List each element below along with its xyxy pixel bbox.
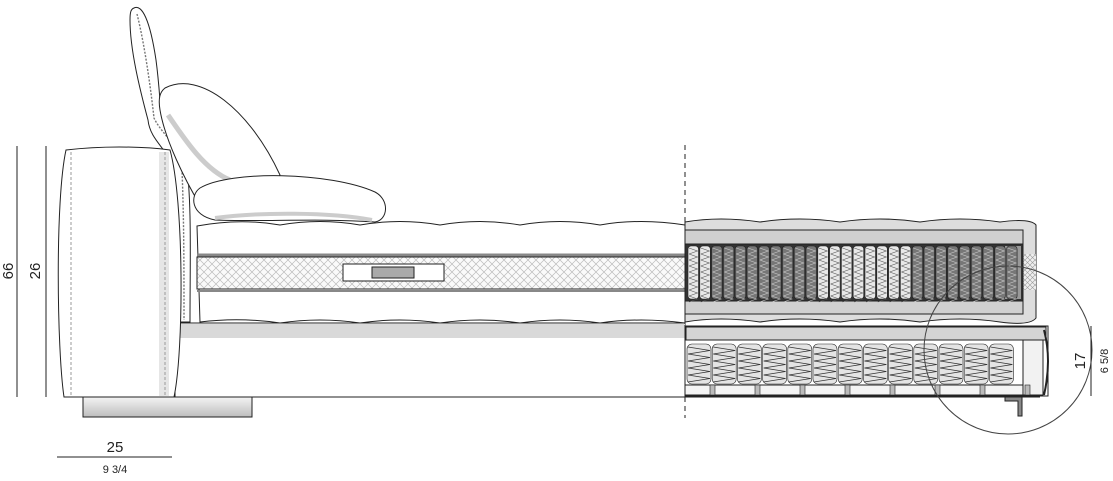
spring-coil (723, 245, 735, 303)
slat (979, 384, 986, 396)
spring-coil (812, 343, 838, 385)
spring-coil (923, 245, 935, 303)
spring-coil (935, 245, 947, 303)
pocket-springs-mattress (687, 245, 1018, 303)
spring-coil (829, 245, 841, 303)
spring-coil (793, 245, 806, 303)
spring-coil (938, 343, 964, 385)
depth-dimension: 25 9 3/4 (57, 439, 172, 476)
spring-coil (711, 343, 737, 385)
depth-in-label: 9 3/4 (103, 464, 127, 476)
height-dimension: 66 26 (0, 146, 47, 397)
spring-coil (963, 343, 989, 385)
slat (754, 384, 761, 396)
front-pillow (193, 175, 386, 223)
base-height-cm-label: 17 (1072, 353, 1089, 370)
spring-coil (900, 245, 912, 303)
slat (709, 384, 716, 396)
spring-coil (947, 245, 959, 303)
total-height-label: 66 (0, 263, 17, 280)
spring-coil (770, 245, 782, 303)
spring-coil (888, 245, 900, 303)
bonnell-springs-base (686, 343, 1014, 385)
spring-coil (1006, 245, 1018, 303)
spring-coil (711, 245, 723, 303)
spring-coil (805, 245, 817, 303)
spring-coil (864, 245, 876, 303)
slat (844, 384, 851, 396)
spring-coil (913, 343, 939, 385)
spring-coil (787, 343, 813, 385)
spring-coil (863, 343, 888, 385)
bed-foot (82, 396, 253, 418)
spring-coil (982, 245, 994, 303)
spring-coil (911, 245, 924, 303)
slat (1024, 384, 1031, 396)
spring-coil (746, 245, 758, 303)
spring-coil (699, 245, 711, 303)
spring-coil (876, 245, 888, 303)
spring-coil (687, 245, 699, 303)
mattress-cutaway (684, 218, 1037, 324)
spring-coil (686, 343, 712, 385)
spring-coil (782, 245, 794, 303)
spring-coil (837, 343, 863, 385)
spring-coil (734, 245, 747, 303)
spring-coil (762, 343, 787, 385)
base-height-in-label: 6 5/8 (1099, 349, 1111, 373)
spring-coil (817, 245, 829, 303)
spring-coil (737, 343, 762, 385)
headboard (57, 146, 182, 398)
slat-supports (709, 384, 1031, 396)
spring-coil (989, 343, 1014, 385)
base-cutaway (684, 325, 1049, 417)
mattress (196, 221, 686, 324)
spring-coil (994, 245, 1006, 303)
headboard-height-label: 26 (27, 263, 44, 280)
slat (889, 384, 896, 396)
spring-coil (758, 245, 770, 303)
base-height-dimension: 17 6 5/8 (1072, 326, 1111, 396)
spring-coil (888, 343, 913, 385)
detail-callout-circle (923, 265, 1093, 435)
depth-cm-label: 25 (107, 439, 124, 456)
spring-coil (841, 245, 853, 303)
spring-coil (852, 245, 865, 303)
slat (799, 384, 806, 396)
spring-coil (959, 245, 971, 303)
